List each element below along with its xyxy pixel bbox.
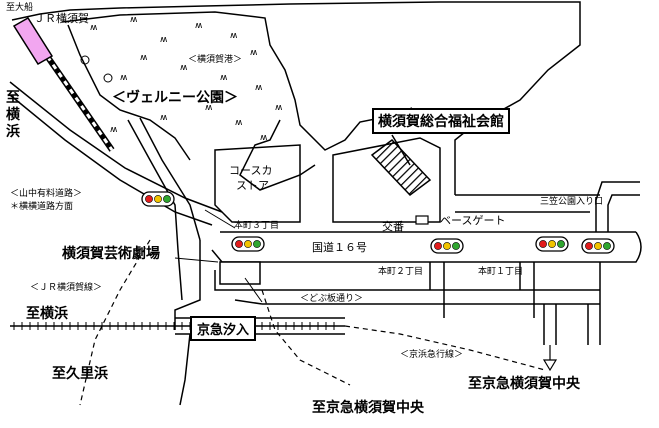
- tree-icon: ʍ: [110, 125, 117, 135]
- label-to-yokohama-left-1: 至: [6, 90, 20, 106]
- cosca-store-block: [214, 144, 301, 223]
- mikasa-branch-2: [607, 194, 640, 232]
- label-to-yokohama-left-2: 横: [6, 106, 21, 123]
- yamanaka-road-edge-lower: [9, 94, 213, 226]
- label-to-keikyu-chuo-bottom: 至京急横須賀中央: [312, 399, 425, 416]
- label-yokosuka-port: ＜横須賀港＞: [188, 53, 242, 65]
- label-to-keikyu-chuo-right: 至京急横須賀中央: [468, 375, 581, 392]
- tree-icon: ʍ: [235, 118, 242, 128]
- park-monument-icon: [103, 73, 113, 83]
- tree-icon: ʍ: [220, 73, 227, 83]
- traffic-light-icon: [141, 191, 175, 207]
- traffic-light-icon: [430, 238, 464, 254]
- welfare-center-building: [370, 138, 432, 197]
- label-mikasa-park-entrance: 三笠公園入り口: [540, 195, 603, 207]
- label-yokoyoko-road: ＊横横道路方面: [10, 200, 73, 212]
- label-keihin-kyuko-line: ＜京浜急行線＞: [400, 348, 463, 360]
- park-trees: ʍ ʍ ʍ ʍ ʍ ʍ ʍ ʍ ʍ ʍ ʍ ʍ ʍ ʍ ʍ ʍ ʍ: [80, 15, 282, 143]
- label-verny-park: ＜ヴェルニー公園＞: [112, 89, 238, 106]
- pointer-theatre: [174, 257, 219, 263]
- arts-theatre-building: [219, 261, 261, 285]
- tree-icon: ʍ: [205, 103, 212, 113]
- label-route16: 国道１６号: [312, 240, 367, 254]
- label-cosca-1: コースカ: [229, 164, 272, 177]
- jr-yokosuka-line-dashed: [79, 239, 151, 406]
- park-outline: [61, 11, 413, 151]
- tree-icon: ʍ: [90, 23, 97, 33]
- tree-icon: ʍ: [195, 21, 202, 31]
- theatre-road: [174, 240, 201, 330]
- label-honcho-2: 本町２丁目: [378, 265, 423, 277]
- label-welfare-center: 横須賀総合福祉会館: [372, 108, 510, 134]
- label-cosca-2: ストア: [236, 179, 269, 192]
- police-box: [415, 215, 429, 225]
- label-police-box: 交番: [382, 219, 404, 233]
- label-arts-theatre: 横須賀芸術劇場: [62, 245, 160, 262]
- label-honcho-3: 本町３丁目: [234, 219, 279, 231]
- left-connector-road: [127, 119, 183, 301]
- label-yamanaka-road: ＜山中有料道路＞: [10, 187, 82, 199]
- pointer-welfare: [391, 134, 411, 166]
- route16-road-end: [620, 231, 642, 263]
- traffic-light-icon: [581, 238, 615, 254]
- keikyu-railway-ties: [13, 322, 335, 330]
- label-to-kurihama: 至久里浜: [52, 365, 108, 382]
- traffic-light-icon: [231, 236, 265, 252]
- welfare-center-block: [332, 137, 441, 223]
- traffic-light-icon: [535, 236, 569, 252]
- tree-icon: ʍ: [180, 63, 187, 73]
- mikasa-branch: [595, 181, 640, 232]
- label-jr-yokosuka-station: ＪＲ横須賀: [34, 11, 89, 25]
- theatre-road-4: [234, 299, 263, 305]
- tree-icon: ʍ: [160, 35, 167, 45]
- pointer-shioiri: [244, 277, 263, 303]
- jr-yokosuka-station: [12, 16, 54, 66]
- label-honcho-1: 本町１丁目: [478, 265, 523, 277]
- left-connector-road-2: [139, 117, 201, 241]
- label-base-gate: ベースゲート: [440, 214, 505, 227]
- pointer-honcho3: [204, 209, 236, 229]
- tree-icon: ʍ: [130, 15, 137, 25]
- tree-icon: ʍ: [260, 133, 267, 143]
- label-to-ofuna: 至大船: [6, 1, 33, 13]
- park-monument-icon: [80, 55, 90, 65]
- label-to-yokohama-bottom: 至横浜: [26, 305, 68, 322]
- tree-icon: ʍ: [250, 48, 257, 58]
- keihin-kyuko-dashed: [344, 325, 546, 371]
- traffic-lights: [141, 191, 615, 254]
- arrow-to-keikyu-chuo: [542, 345, 558, 372]
- tree-icon: ʍ: [140, 53, 147, 63]
- label-jr-yokosuka-line: ＜ＪＲ横須賀線＞: [30, 281, 102, 293]
- theatre-road-3: [214, 270, 262, 291]
- yamanaka-road-edge-upper: [9, 81, 223, 213]
- keikyu-to-chuo-dashed: [261, 289, 351, 386]
- tree-icon: ʍ: [255, 83, 262, 93]
- label-to-yokohama-left-3: 浜: [6, 123, 20, 140]
- theatre-road-2: [211, 249, 262, 263]
- label-dobuita-street: ＜どぶ板通り＞: [300, 292, 363, 304]
- tree-icon: ʍ: [230, 31, 237, 41]
- waterfront-edge: [67, 24, 191, 161]
- kurihama-road: [179, 333, 191, 406]
- tree-icon: ʍ: [275, 103, 282, 113]
- tree-icon: ʍ: [120, 73, 127, 83]
- label-keikyu-shioiri: 京急汐入: [190, 316, 257, 341]
- tree-icon: ʍ: [160, 113, 167, 123]
